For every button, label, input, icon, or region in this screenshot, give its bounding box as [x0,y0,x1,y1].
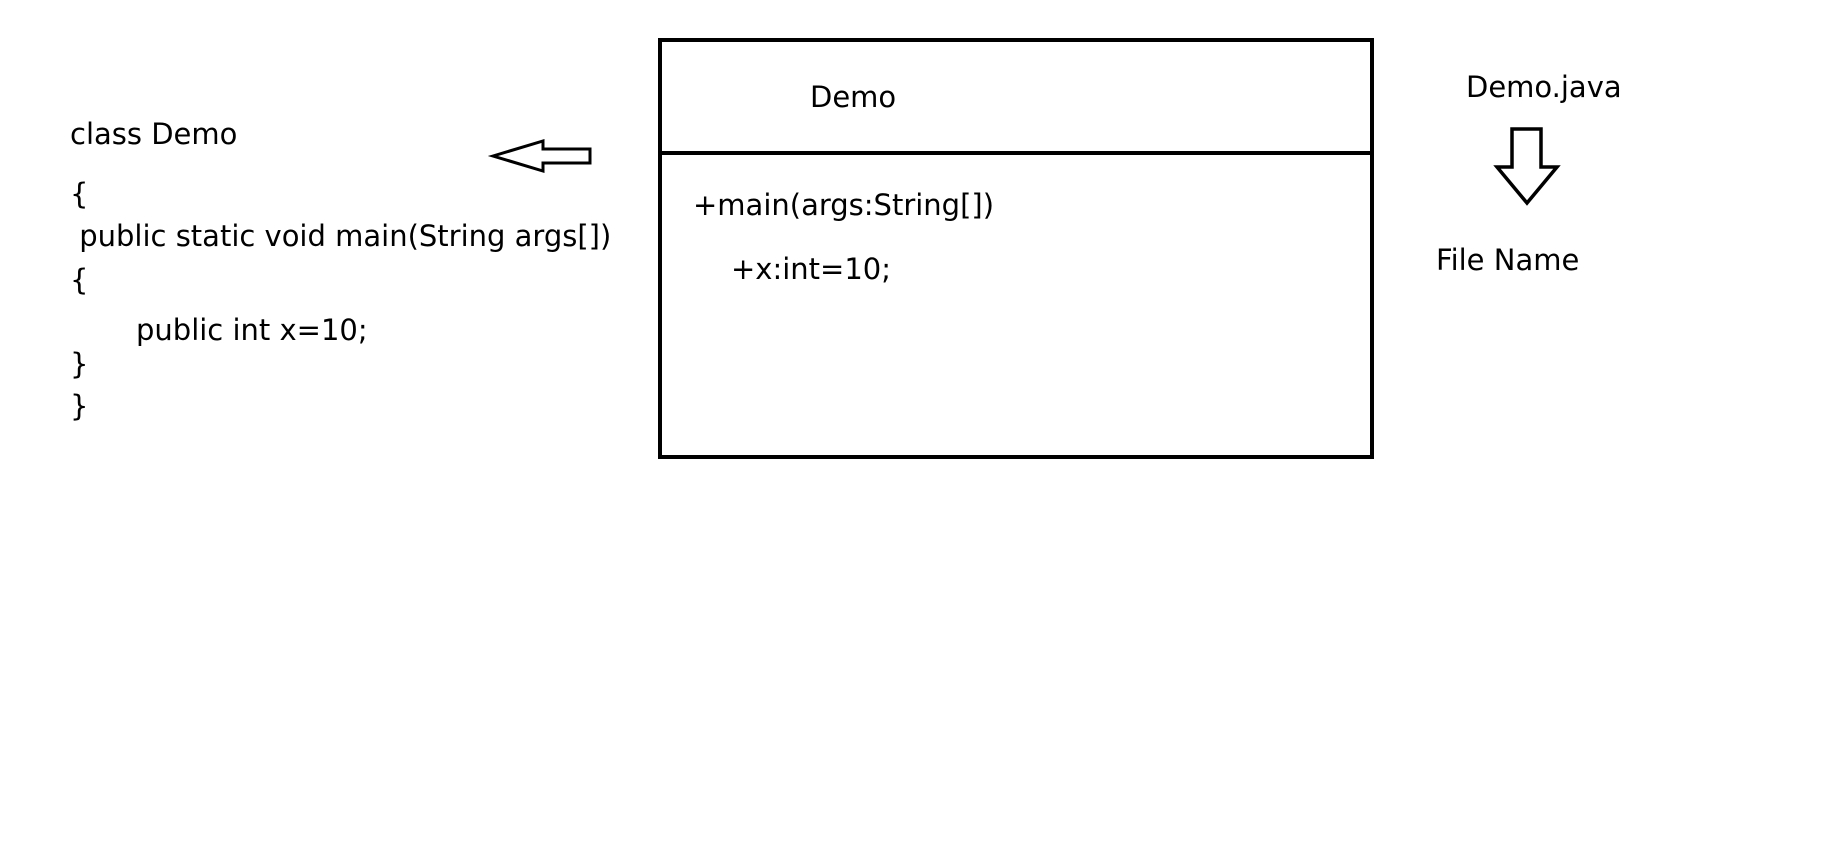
arrow-left-icon [487,138,592,174]
uml-class-box: Demo +main(args:String[]) +x:int=10; [658,38,1374,459]
uml-member-field: +x:int=10; [731,252,892,286]
file-name-value: Demo.java [1466,70,1622,104]
code-line-field-declaration: public int x=10; [136,313,368,347]
arrow-down-icon [1493,127,1561,206]
code-line-class-declaration: class Demo [70,117,238,151]
uml-class-name: Demo [810,80,897,114]
code-line-main-signature: public static void main(String args[]) [70,219,612,253]
code-line-open-brace: { [70,177,89,211]
uml-divider [662,151,1370,155]
code-line-open-brace-inner: { [70,263,89,297]
uml-member-method: +main(args:String[]) [693,188,995,222]
file-name-label: File Name [1436,243,1580,277]
code-line-close-brace: } [70,389,89,423]
code-line-close-brace-inner: } [70,347,89,381]
